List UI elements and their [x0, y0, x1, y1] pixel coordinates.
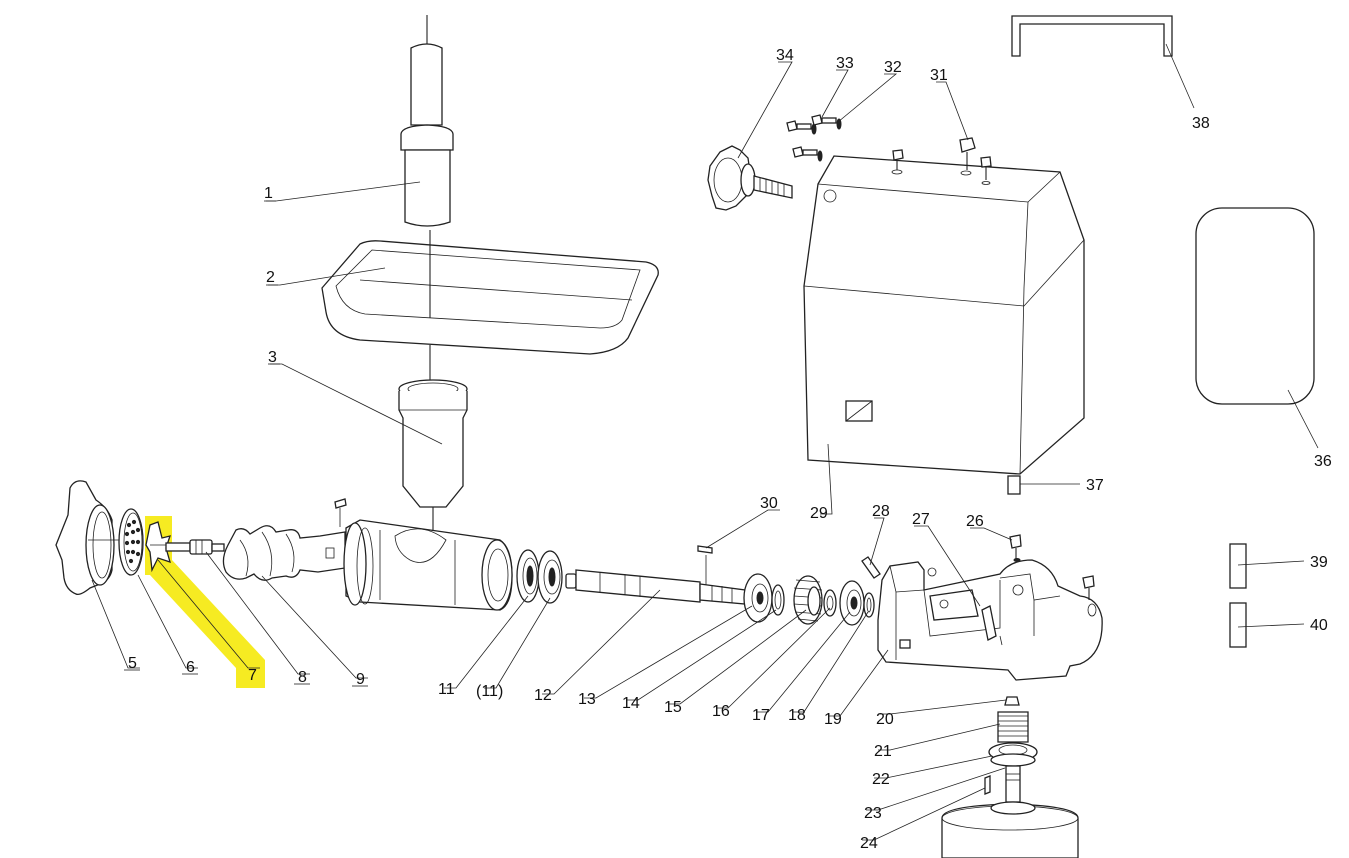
- part-16-washer[interactable]: [823, 589, 837, 617]
- part-40-block[interactable]: [1229, 602, 1247, 648]
- part-30-key[interactable]: [697, 545, 713, 554]
- part-24-key[interactable]: [984, 775, 991, 795]
- part-39-block[interactable]: [1229, 543, 1247, 589]
- label-part-19: 19: [824, 711, 842, 728]
- part-labels: 1 2 3 5 6 7 8 9 11 (11) 12 13 14 15 16 1…: [128, 47, 1332, 852]
- label-part-29: 29: [810, 505, 828, 522]
- part-11-bearing[interactable]: [516, 549, 540, 603]
- label-underlines: [124, 200, 368, 687]
- label-part-24: 24: [860, 835, 878, 852]
- part-11b-bearing[interactable]: [537, 550, 563, 604]
- label-part-40: 40: [1310, 617, 1328, 634]
- label-part-32: 32: [884, 59, 902, 76]
- part-23-shaft[interactable]: [1005, 765, 1021, 803]
- label-part-28: 28: [872, 503, 890, 520]
- label-part-21: 21: [874, 743, 892, 760]
- part-32-washer[interactable]: [811, 118, 842, 162]
- label-part-17: 17: [752, 707, 770, 724]
- part-12-shaft[interactable]: [565, 555, 746, 605]
- part-8-bushing[interactable]: [165, 539, 225, 555]
- part-3-throat[interactable]: [398, 345, 468, 530]
- label-part-34: 34: [776, 47, 794, 64]
- label-part-26: 26: [966, 513, 984, 530]
- part-34-knob[interactable]: [707, 145, 793, 211]
- label-part-38: 38: [1192, 115, 1210, 132]
- motor: [941, 801, 1079, 858]
- label-part-23: 23: [864, 805, 882, 822]
- part-19-gearbox[interactable]: [877, 559, 1103, 681]
- part-1-pusher[interactable]: [400, 15, 454, 227]
- label-part-22: 22: [872, 771, 890, 788]
- label-part-27: 27: [912, 511, 930, 528]
- label-part-14: 14: [622, 695, 640, 712]
- part-28-pin[interactable]: [861, 556, 881, 579]
- grinder-head-housing[interactable]: [343, 519, 513, 611]
- label-part-15: 15: [664, 699, 682, 716]
- label-part-16: 16: [712, 703, 730, 720]
- label-part-18: 18: [788, 707, 806, 724]
- part-31-screw[interactable]: [891, 137, 992, 185]
- label-part-11b: (11): [476, 683, 503, 700]
- part-15-gear[interactable]: [793, 575, 823, 625]
- label-part-5: 5: [128, 655, 137, 672]
- part-37-foot[interactable]: [1007, 475, 1021, 495]
- part-21-gear[interactable]: [997, 711, 1029, 743]
- part-2-tray[interactable]: [321, 230, 659, 355]
- label-part-36: 36: [1314, 453, 1332, 470]
- label-part-13: 13: [578, 691, 596, 708]
- label-part-12: 12: [534, 687, 552, 704]
- part-5-ring-nut[interactable]: [55, 480, 130, 596]
- label-part-9: 9: [356, 671, 365, 688]
- part-20-nut[interactable]: [1004, 696, 1020, 706]
- part-22-plate[interactable]: [988, 742, 1038, 767]
- part-38-handle[interactable]: [1011, 15, 1173, 57]
- part-17-bearing[interactable]: [839, 580, 865, 626]
- part-9-worm[interactable]: [222, 498, 347, 581]
- label-part-31: 31: [930, 67, 948, 84]
- part-13-bearing[interactable]: [743, 573, 773, 623]
- label-part-39: 39: [1310, 554, 1328, 571]
- part-18-circlip[interactable]: [863, 592, 875, 618]
- label-part-7: 7: [248, 667, 257, 684]
- part-14-washer[interactable]: [771, 584, 785, 616]
- label-part-37: 37: [1086, 477, 1104, 494]
- label-part-2: 2: [266, 269, 275, 286]
- highlight-part-7: [145, 516, 265, 688]
- part-36-panel[interactable]: [1195, 207, 1315, 405]
- label-part-33: 33: [836, 55, 854, 72]
- leader-lines: [91, 43, 1319, 841]
- label-part-11: 11: [438, 681, 455, 698]
- label-part-20: 20: [876, 711, 894, 728]
- label-part-8: 8: [298, 669, 307, 686]
- part-33-bolt[interactable]: [786, 114, 837, 158]
- label-part-6: 6: [186, 659, 195, 676]
- label-part-1: 1: [264, 185, 273, 202]
- part-29-cover[interactable]: [803, 155, 1085, 475]
- part-6-plate[interactable]: [118, 508, 144, 576]
- label-part-3: 3: [268, 349, 277, 366]
- label-part-30: 30: [760, 495, 778, 512]
- part-26-screw[interactable]: [1009, 534, 1095, 600]
